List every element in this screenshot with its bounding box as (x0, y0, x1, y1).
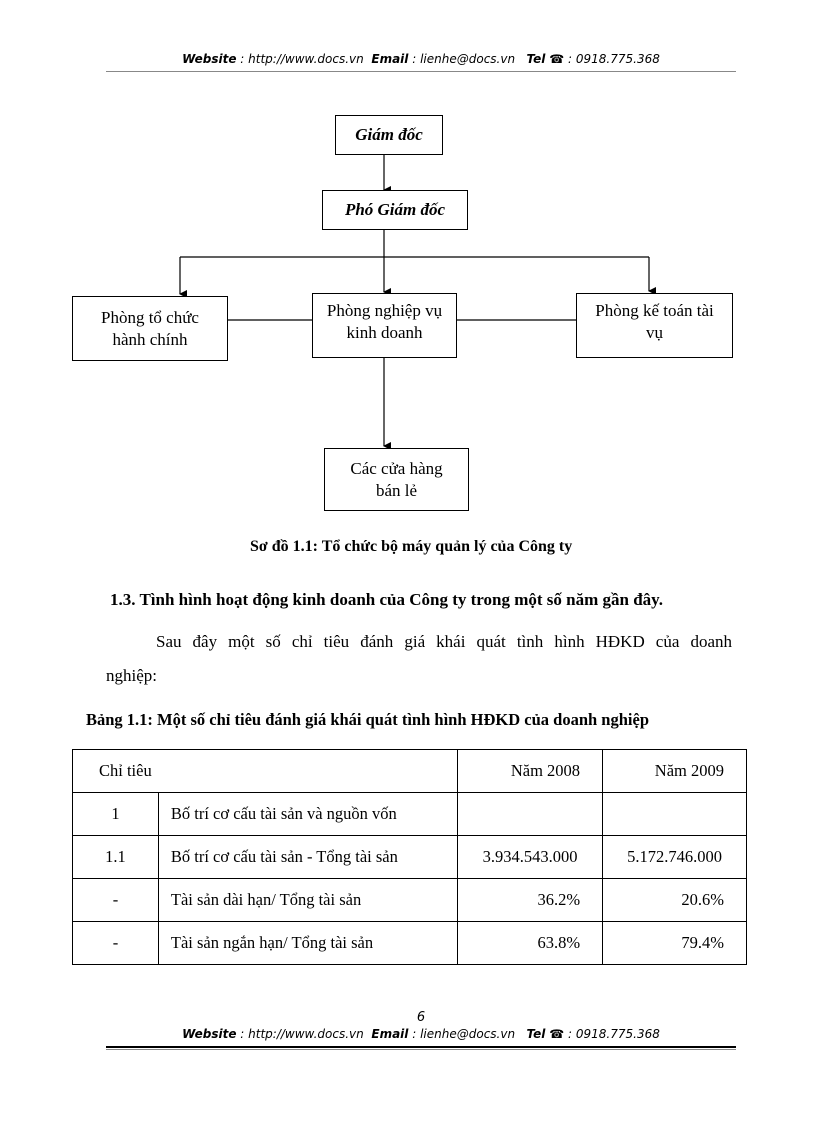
table-caption: Bảng 1.1: Một số chỉ tiêu đánh giá khái … (86, 710, 649, 729)
admin-dept-box: Phòng tổ chức hành chính (72, 296, 228, 361)
admin-dept-label-line2: hành chính (112, 329, 188, 349)
header-year-2009: Năm 2009 (602, 749, 747, 793)
row-value-2009 (602, 792, 747, 836)
footer-divider-thin (106, 1049, 736, 1050)
row-number: - (72, 878, 159, 922)
table-row: - Tài sản ngắn hạn/ Tổng tài sản 63.8% 7… (72, 921, 747, 965)
tel-number: : 0918.775.368 (568, 1027, 660, 1041)
table-row: 1.1 Bố trí cơ cấu tài sản - Tổng tài sản… (72, 835, 747, 879)
row-value-2008: 63.8% (457, 921, 604, 965)
footer-divider (106, 1046, 736, 1048)
business-dept-label-line2: kinh doanh (346, 323, 423, 342)
row-label: Tài sản dài hạn/ Tổng tài sản (157, 878, 459, 922)
retail-stores-label-line1: Các cửa hàng (350, 458, 443, 478)
retail-stores-box: Các cửa hàng bán lẻ (324, 448, 469, 511)
tel-label: Tel (526, 52, 546, 66)
director-box: Giám đốc (335, 115, 443, 155)
website-label: Website (182, 1027, 237, 1041)
paragraph-line1: Sau đây một số chỉ tiêu đánh giá khái qu… (156, 632, 732, 651)
indicators-table: Chỉ tiêu Năm 2008 Năm 2009 1 Bố trí cơ c… (71, 749, 747, 965)
page-footer: Website : http://www.docs.vn Email : lie… (106, 1027, 736, 1041)
business-dept-box: Phòng nghiệp vụ kinh doanh (312, 293, 457, 358)
email-label: Email (371, 52, 409, 66)
deputy-director-box: Phó Giám đốc (322, 190, 468, 230)
email-link[interactable]: : lienhe@docs.vn (412, 1027, 516, 1041)
row-value-2008 (457, 792, 604, 836)
tel-number: : 0918.775.368 (568, 52, 660, 66)
accounting-dept-label-line2: vụ (646, 323, 663, 342)
row-value-2009: 5.172.746.000 (602, 835, 747, 879)
row-label: Tài sản ngắn hạn/ Tổng tài sản (157, 921, 459, 965)
page-number: 6 (416, 1010, 426, 1025)
row-number: - (72, 921, 159, 965)
website-link[interactable]: : http://www.docs.vn (240, 52, 364, 66)
accounting-dept-label-line1: Phòng kế toán tài (595, 301, 714, 320)
website-link[interactable]: : http://www.docs.vn (240, 1027, 364, 1041)
row-value-2009: 79.4% (602, 921, 747, 965)
paragraph-line2: nghiệp: (106, 666, 157, 685)
accounting-dept-box: Phòng kế toán tài vụ (576, 293, 733, 358)
tel-label: Tel (526, 1027, 546, 1041)
business-dept-label-line1: Phòng nghiệp vụ (326, 301, 443, 320)
retail-stores-label-line2: bán lẻ (375, 480, 418, 500)
header-divider (106, 71, 736, 72)
section-heading: 1.3. Tình hình hoạt động kinh doanh của … (110, 590, 663, 609)
row-label: Bố trí cơ cấu tài sản - Tổng tài sản (157, 835, 459, 879)
table-header-row: Chỉ tiêu Năm 2008 Năm 2009 (71, 749, 747, 793)
email-link[interactable]: : lienhe@docs.vn (412, 52, 516, 66)
table-row: 1 Bố trí cơ cấu tài sản và nguồn vốn (72, 792, 747, 836)
row-label: Bố trí cơ cấu tài sản và nguồn vốn (157, 792, 459, 836)
header-indicator: Chỉ tiêu (71, 749, 459, 793)
page-header: Website : http://www.docs.vn Email : lie… (106, 52, 736, 66)
phone-icon: ☎ (549, 1027, 565, 1041)
row-value-2008: 3.934.543.000 (457, 835, 604, 879)
diagram-caption: Sơ đồ 1.1: Tổ chức bộ máy quản lý của Cô… (250, 538, 573, 555)
phone-icon: ☎ (549, 52, 565, 66)
row-value-2009: 20.6% (602, 878, 747, 922)
deputy-director-label: Phó Giám đốc (344, 200, 446, 219)
website-label: Website (182, 52, 237, 66)
table-row: - Tài sản dài hạn/ Tổng tài sản 36.2% 20… (72, 878, 747, 922)
row-number: 1 (72, 792, 159, 836)
admin-dept-label-line1: Phòng tổ chức (101, 307, 199, 327)
header-year-2008: Năm 2008 (457, 749, 604, 793)
row-value-2008: 36.2% (457, 878, 604, 922)
org-chart-connectors (179, 155, 656, 450)
email-label: Email (371, 1027, 409, 1041)
director-label: Giám đốc (355, 125, 423, 144)
row-number: 1.1 (72, 835, 159, 879)
